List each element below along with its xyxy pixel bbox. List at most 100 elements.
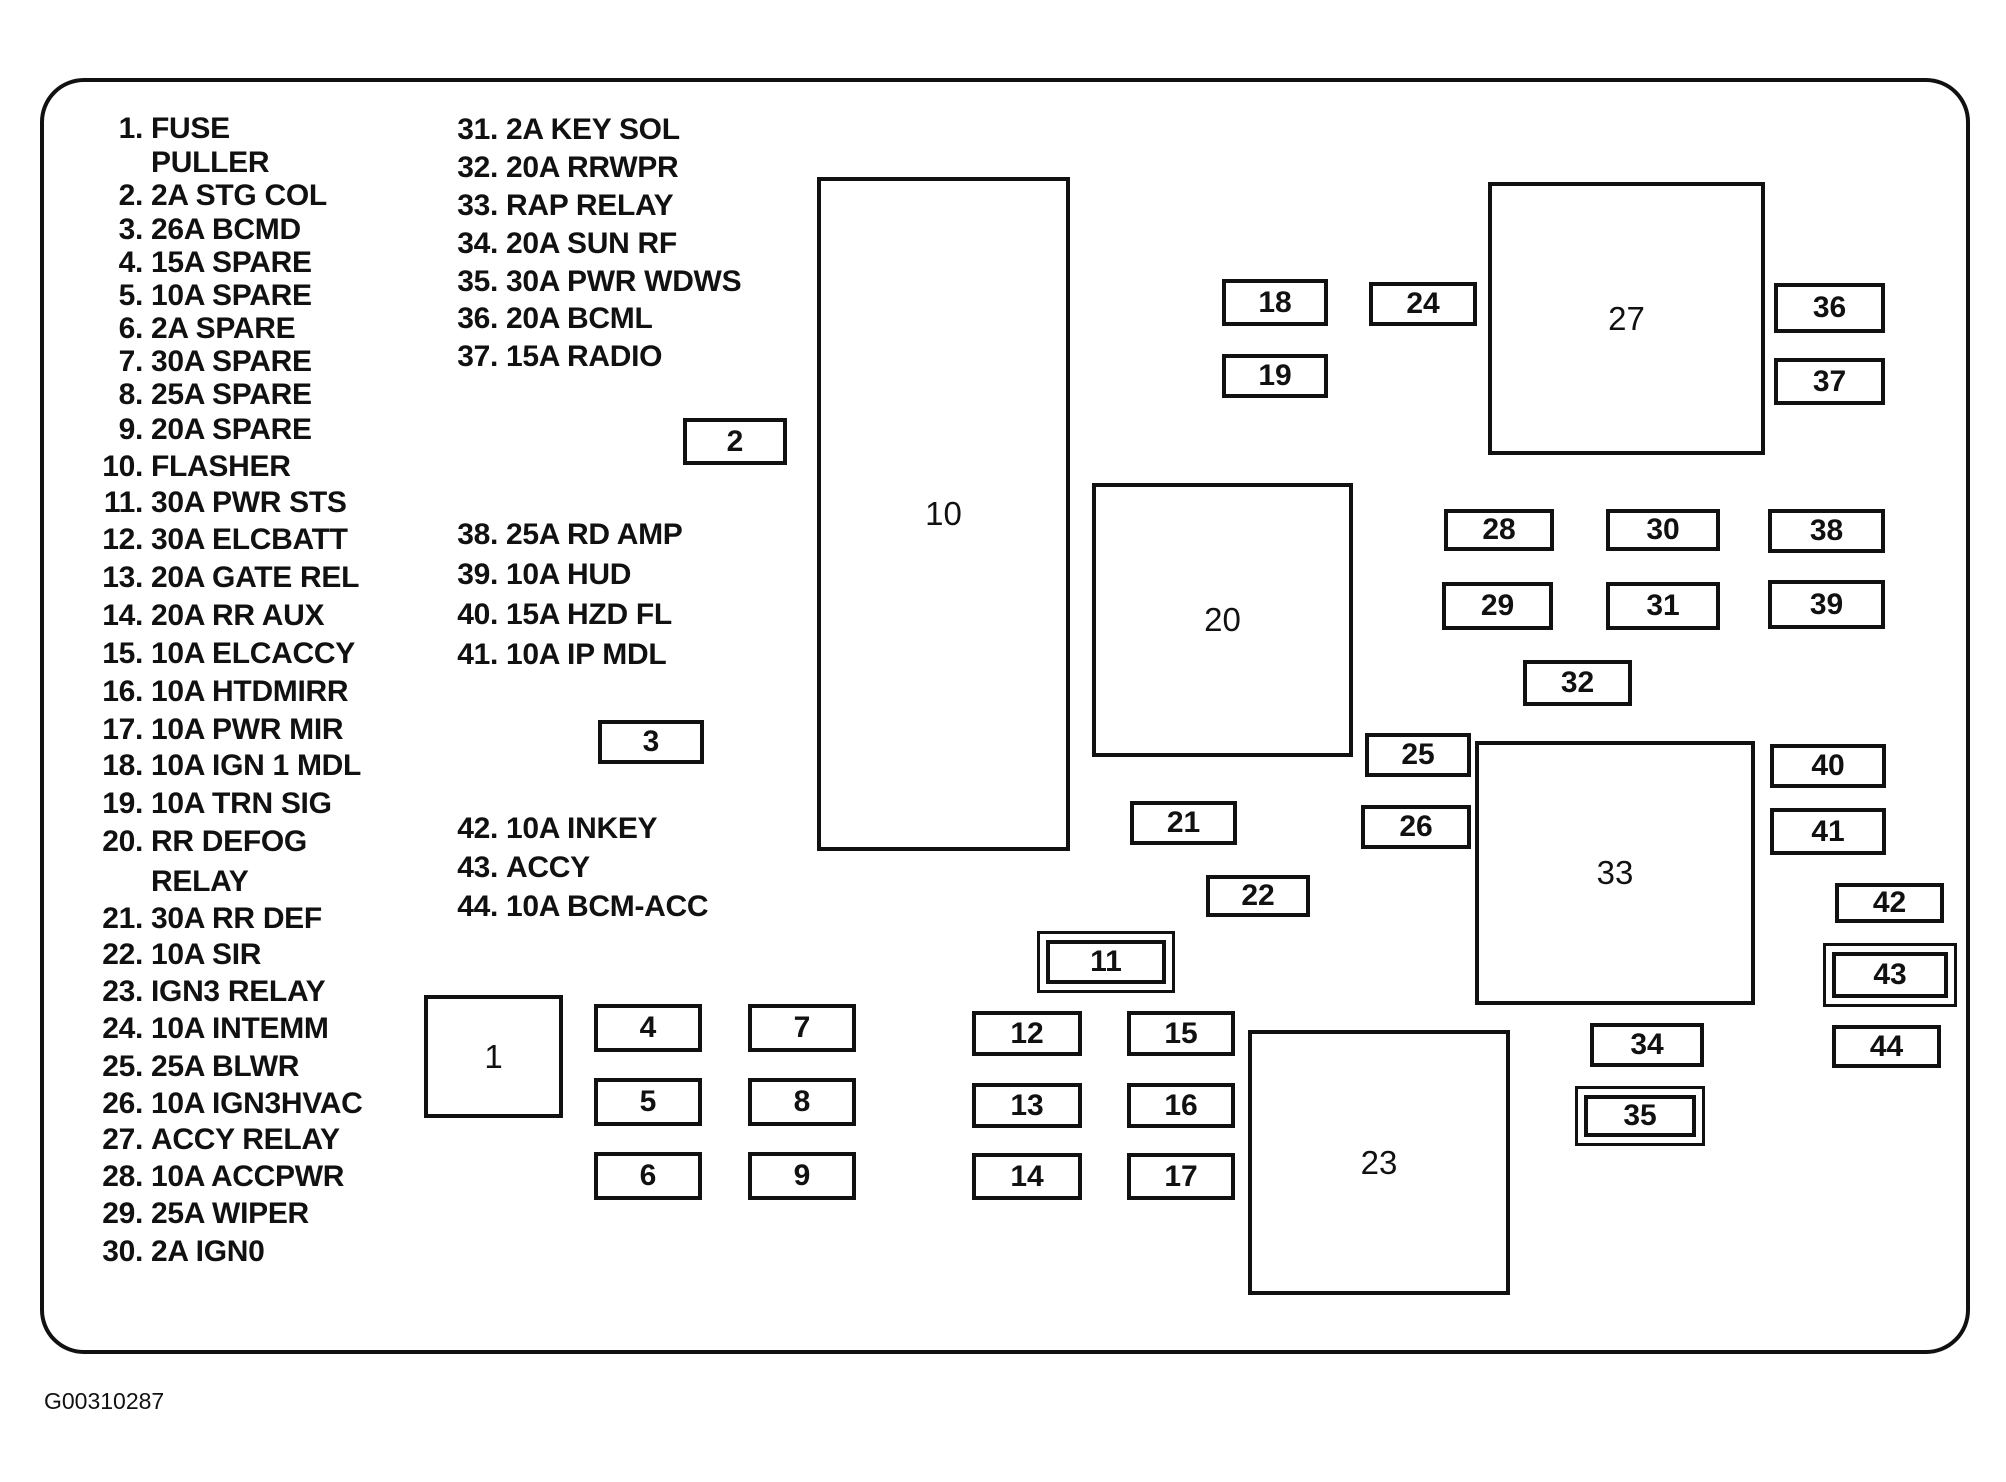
legend-number: 35. (457, 265, 498, 298)
legend-text: 2A IGN0 (151, 1235, 265, 1268)
fuse-13: 13 (972, 1083, 1082, 1128)
fuse-11: 11 (1037, 931, 1175, 993)
legend-entry: 39.10A HUD (452, 558, 631, 592)
legend-number: 34. (457, 227, 498, 260)
fuse-37: 37 (1774, 358, 1885, 405)
legend-entry: 30.2A IGN0 (97, 1235, 265, 1269)
legend-entry: 5.10A SPARE (97, 279, 312, 313)
legend-text: 15A RADIO (506, 340, 663, 373)
legend-text: 10A INTEMM (151, 1012, 329, 1045)
legend-text: 15A SPARE (151, 246, 312, 279)
legend-text: 10A INKEY (506, 812, 658, 845)
fuse-35: 35 (1575, 1086, 1705, 1146)
fuse-block-outline (40, 78, 1970, 1354)
legend-entry: 10.FLASHER (97, 450, 291, 484)
fuse-22: 22 (1206, 875, 1310, 917)
legend-text: ACCY RELAY (151, 1123, 340, 1156)
legend-text: 15A HZD FL (506, 598, 672, 631)
relay-27: 27 (1488, 182, 1765, 455)
legend-text: 20A RR AUX (151, 599, 325, 632)
legend-entry: 18.10A IGN 1 MDL (97, 749, 361, 783)
fuse-41: 41 (1770, 808, 1886, 855)
legend-entry: 8.25A SPARE (97, 378, 312, 412)
fuse-28: 28 (1444, 509, 1554, 551)
legend-entry: 11.30A PWR STS (97, 486, 347, 520)
legend-number: 13. (102, 561, 143, 594)
fuse-24: 24 (1369, 282, 1477, 326)
fuse-29: 29 (1442, 582, 1553, 630)
legend-number: 5. (118, 279, 144, 312)
legend-number: 43. (457, 851, 498, 884)
legend-text: RELAY (151, 865, 249, 898)
legend-text: 30A PWR STS (151, 486, 347, 519)
relay-33: 33 (1475, 741, 1755, 1005)
fuse-5: 5 (594, 1078, 702, 1126)
fuse-43: 43 (1823, 943, 1957, 1007)
legend-entry: 34.20A SUN RF (452, 227, 677, 261)
fuse-42: 42 (1835, 883, 1944, 923)
legend-entry: 38.25A RD AMP (452, 518, 683, 552)
legend-text: RAP RELAY (506, 189, 674, 222)
legend-entry: 2.2A STG COL (97, 179, 328, 213)
fuse-15: 15 (1127, 1011, 1235, 1056)
legend-number: 12. (102, 523, 143, 556)
fuse-6: 6 (594, 1152, 702, 1200)
relay-1: 1 (424, 995, 563, 1118)
legend-text: 10A IGN 1 MDL (151, 749, 362, 782)
legend-text: 10A HUD (506, 558, 632, 591)
legend-text: RR DEFOG (151, 825, 307, 858)
legend-entry: 13.20A GATE REL (97, 561, 359, 595)
legend-text: 10A PWR MIR (151, 713, 344, 746)
fuse-4: 4 (594, 1004, 702, 1052)
legend-entry: 6.2A SPARE (97, 312, 296, 346)
legend-number: 17. (102, 713, 143, 746)
fuse-9: 9 (748, 1152, 856, 1200)
legend-number: 3. (118, 213, 144, 246)
fuse-39: 39 (1768, 580, 1885, 629)
legend-number: 27. (102, 1123, 143, 1156)
legend-number: 11. (103, 486, 143, 519)
legend-text: ACCY (506, 851, 590, 884)
legend-entry: 26.10A IGN3HVAC (97, 1087, 363, 1121)
legend-entry: 44.10A BCM-ACC (452, 890, 708, 924)
legend-number: 18. (102, 749, 143, 782)
legend-text: 20A RRWPR (506, 151, 679, 184)
legend-entry: 25.25A BLWR (97, 1050, 299, 1084)
legend-text: 30A ELCBATT (151, 523, 348, 556)
legend-entry: 1.FUSE (97, 112, 231, 146)
fuse-36: 36 (1774, 283, 1885, 333)
legend-entry: 19.10A TRN SIG (97, 787, 332, 821)
fuse-19: 19 (1222, 354, 1328, 398)
legend-number: 32. (457, 151, 498, 184)
legend-entry: 32.20A RRWPR (452, 151, 678, 185)
legend-number: 15. (102, 637, 143, 670)
fuse-26: 26 (1361, 805, 1471, 849)
legend-number: 37. (457, 340, 498, 373)
legend-text: FLASHER (151, 450, 291, 483)
legend-number: 31. (457, 113, 498, 146)
legend-number: 9. (118, 413, 144, 446)
legend-text: 20A BCML (506, 302, 653, 335)
legend-number: 24. (102, 1012, 143, 1045)
fuse-8: 8 (748, 1078, 856, 1126)
legend-number: 26. (102, 1087, 143, 1120)
fuse-3: 3 (598, 720, 704, 764)
legend-number: 36. (457, 302, 498, 335)
fuse-38: 38 (1768, 509, 1885, 553)
fuse-40: 40 (1770, 744, 1886, 788)
legend-text: 20A SUN RF (506, 227, 677, 260)
fuse-12: 12 (972, 1011, 1082, 1056)
legend-number: 33. (457, 189, 498, 222)
legend-number: 25. (102, 1050, 143, 1083)
fuse-44: 44 (1832, 1025, 1941, 1068)
legend-entry: 21.30A RR DEF (97, 902, 322, 936)
legend-number: 1. (118, 112, 144, 145)
legend-text: 10A IP MDL (506, 638, 667, 671)
legend-number: 16. (102, 675, 143, 708)
legend-entry: 9.20A SPARE (97, 413, 312, 447)
fuse-21: 21 (1130, 801, 1237, 845)
legend-text: 25A SPARE (151, 378, 312, 411)
legend-entry: 35.30A PWR WDWS (452, 265, 741, 299)
legend-entry: 42.10A INKEY (452, 812, 657, 846)
legend-text: 30A SPARE (151, 345, 312, 378)
